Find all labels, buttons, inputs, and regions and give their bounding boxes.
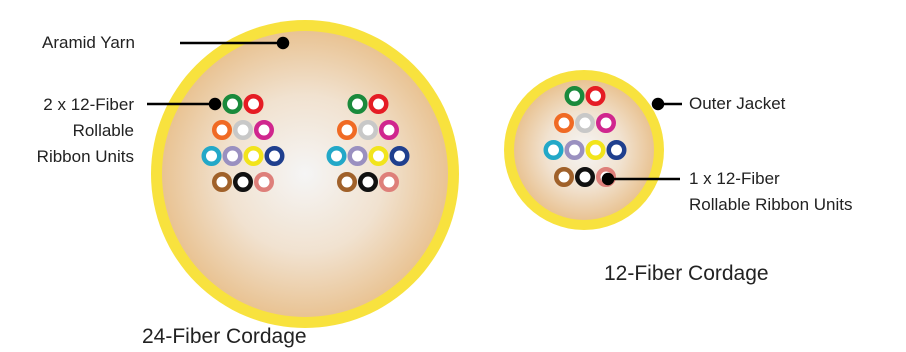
caption-12-fiber-cordage: 12-Fiber Cordage <box>604 262 769 285</box>
fiber-cyan <box>326 146 347 166</box>
leader-dot-ribbon-units-24 <box>208 97 222 111</box>
fiber-brown <box>337 172 357 192</box>
label-ribbon-units-24-line2: Rollable <box>72 121 134 140</box>
ribbon-unit-24a <box>201 94 285 192</box>
cordage-24-fiber <box>151 20 459 328</box>
fiber-black <box>358 172 378 192</box>
label-aramid-yarn: Aramid Yarn <box>42 33 135 52</box>
ribbon-unit-24b <box>326 94 410 192</box>
leader-dot-ribbon-units-12 <box>601 172 615 186</box>
cordage-12-fiber <box>504 70 664 230</box>
fiber-red <box>585 86 606 106</box>
fiber-violet <box>564 140 585 160</box>
aramid-yarn-core-24 <box>162 31 448 317</box>
ribbon-unit-12 <box>543 86 627 187</box>
fiber-orange <box>212 120 232 140</box>
fiber-rose <box>254 172 274 192</box>
fiber-violet <box>347 146 368 166</box>
leader-lines <box>147 36 682 186</box>
fiber-brown <box>212 172 232 192</box>
fiber-rose <box>379 172 399 192</box>
fiber-lightgray <box>233 120 253 140</box>
fiber-yellow <box>243 146 264 166</box>
fiber-yellow <box>585 140 606 160</box>
label-outer-jacket: Outer Jacket <box>689 94 786 113</box>
fiber-blue <box>606 140 627 160</box>
fiber-cyan <box>543 140 564 160</box>
caption-24-fiber-cordage: 24-Fiber Cordage <box>142 325 307 348</box>
fiber-black <box>575 167 595 187</box>
label-ribbon-units-12: 1 x 12-Fiber Rollable Ribbon Units <box>689 166 852 218</box>
leader-dot-aramid-yarn <box>276 36 290 50</box>
fiber-orange <box>337 120 357 140</box>
fiber-green <box>347 94 368 114</box>
fiber-red <box>368 94 389 114</box>
fiber-green <box>564 86 585 106</box>
fiber-violet <box>222 146 243 166</box>
label-ribbon-units-24-line3: Ribbon Units <box>36 147 134 166</box>
fiber-blue <box>389 146 410 166</box>
fiber-orange <box>554 113 574 133</box>
label-ribbon-units-12-line1: 1 x 12-Fiber <box>689 169 780 188</box>
fiber-green <box>222 94 243 114</box>
label-ribbon-units-12-line2: Rollable Ribbon Units <box>689 195 853 214</box>
fiber-blue <box>264 146 285 166</box>
fiber-brown <box>554 167 574 187</box>
leader-dot-outer-jacket <box>651 97 665 111</box>
fiber-yellow <box>368 146 389 166</box>
fiber-magenta <box>379 120 399 140</box>
fiber-lightgray <box>575 113 595 133</box>
label-ribbon-units-24: 2 x 12-Fiber Rollable Ribbon Units <box>0 92 134 170</box>
fiber-magenta <box>254 120 274 140</box>
label-ribbon-units-24-line1: 2 x 12-Fiber <box>43 95 134 114</box>
fiber-black <box>233 172 253 192</box>
fiber-lightgray <box>358 120 378 140</box>
fiber-cyan <box>201 146 222 166</box>
fiber-magenta <box>596 113 616 133</box>
fiber-red <box>243 94 264 114</box>
